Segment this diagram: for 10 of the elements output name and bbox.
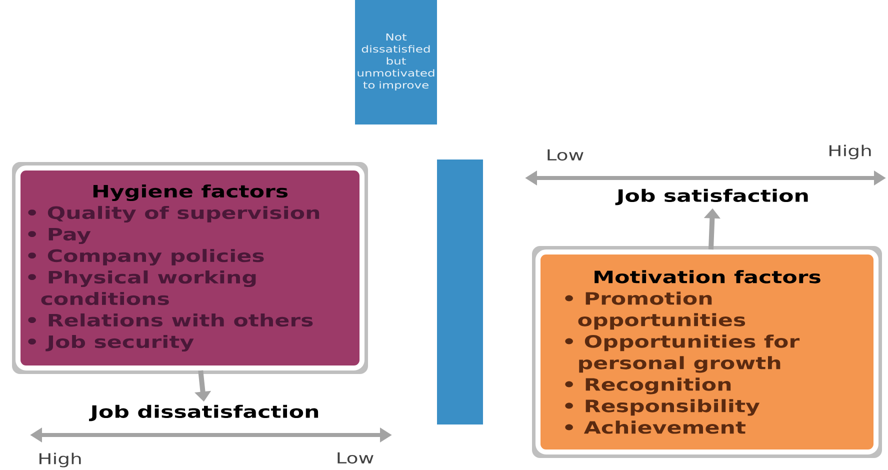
outcome-label: Job satisfaction <box>615 188 808 206</box>
scale-label: High <box>830 144 871 160</box>
factor-box: Hygiene factors • Quality of supervision • Pay • Company policies • Physical working conditions • Relations with others • Job security <box>12 162 368 374</box>
state-box: Not dissatisfied but unmotivated to improve <box>355 0 437 124</box>
factor-box: Motivation factors • Promotion opportunities • Opportunities for personal growth • Recognition • Responsibility • Achievement <box>532 246 882 458</box>
scale-label: Low <box>548 149 584 161</box>
outcome-label: Job dissatisfaction <box>89 404 318 422</box>
scale-label: High <box>40 452 81 468</box>
bar <box>437 160 483 424</box>
scale-label: Low <box>338 452 374 464</box>
